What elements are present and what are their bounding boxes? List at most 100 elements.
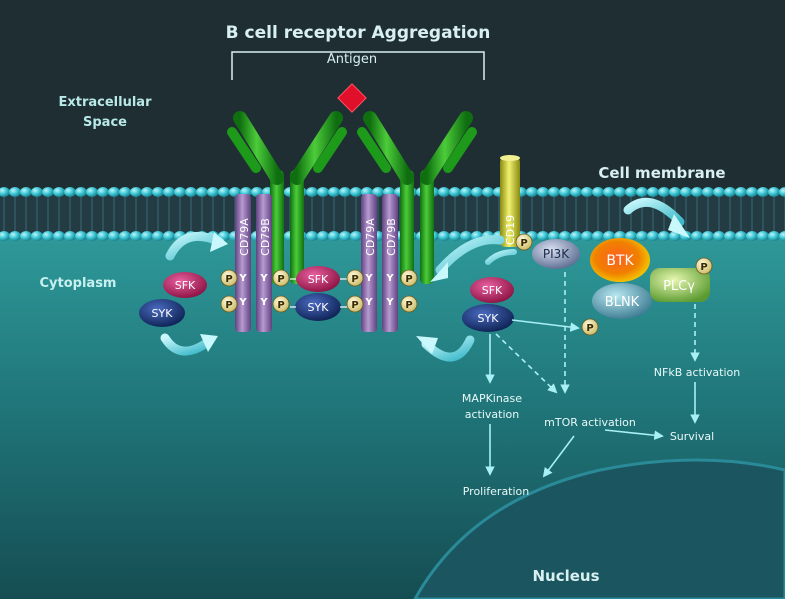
lipid-head [20,187,32,197]
lipid-head [328,187,340,197]
lipid-head [570,187,582,197]
cd79a-left-chain: CD79A [235,194,251,332]
phospho-marker: P [220,269,238,287]
sfk-molecule-right: SFK [470,277,514,303]
tyrosine-label: Y [385,297,394,308]
phospho-label: P [405,300,412,311]
lipid-head [130,187,142,197]
mtor-to-survival-arrow [604,429,664,440]
lipid-head [680,187,692,197]
phospho-marker: P [346,269,364,287]
lipid-head [449,187,461,197]
lipid-head [746,187,758,197]
syk-label: SYK [478,312,500,325]
phospho-marker: P [581,318,599,336]
btk-label: BTK [606,253,634,269]
sfk-molecule-left: SFK [163,272,207,298]
mapk-label-line2: activation [465,408,520,421]
lipid-head [482,187,494,197]
lipid-head [757,231,769,241]
lipid-head [372,187,384,197]
cd19-coreceptor: CD19 [500,155,520,247]
antigen-label: Antigen [327,52,377,67]
lipid-head [691,231,703,241]
lipid-head [130,231,142,241]
lipid-head [691,187,703,197]
bcr-left [227,111,347,284]
swirl-arrow [435,235,505,275]
lipid-head [31,231,43,241]
lipid-head [9,231,21,241]
lipid-head [548,187,560,197]
phospho-marker: P [346,295,364,313]
lipid-head [746,231,758,241]
lipid-head [350,187,362,197]
phospho-label: P [586,323,593,334]
lipid-head [152,187,164,197]
nfkb-label: NFkB activation [654,366,740,379]
lipid-head [317,231,329,241]
lipid-head [592,187,604,197]
lipid-head [438,231,450,241]
lipid-head [537,231,549,241]
cd19-label: CD19 [504,215,517,245]
swirl-arrow [485,249,517,265]
lipid-head [548,231,560,241]
lipid-head [570,231,582,241]
btk-molecule: BTK [590,238,650,282]
mapk-label-line1: MAPKinase [462,392,522,405]
blnk-molecule: BLNK [592,283,652,319]
sfk-molecule-center: SFK [296,266,340,292]
cd79a-right-chain: CD79A [361,194,377,332]
lipid-head [86,231,98,241]
cd79b-right-chain: CD79B [382,194,398,332]
nucleus-label: Nucleus [532,567,599,585]
lipid-head [669,187,681,197]
phospho-marker: P [220,295,238,313]
lipid-head [31,187,43,197]
lipid-head [119,187,131,197]
survival-label: Survival [670,430,714,443]
lipid-head [350,231,362,241]
phospho-label: P [277,274,284,285]
swirl-arrow-head [668,214,690,238]
swirl-arrow-head [210,232,228,252]
lipid-head [108,187,120,197]
lipid-head [152,231,164,241]
proliferation-label: Proliferation [463,485,530,498]
lipid-head [339,187,351,197]
syk-molecule-center: SYK [295,293,341,321]
lipid-head [636,187,648,197]
cd79b-left-label: CD79B [259,218,272,256]
lipid-head [20,231,32,241]
lipid-head [460,187,472,197]
phospho-marker: P [695,257,713,275]
lipid-head [53,231,65,241]
phospho-label: P [225,300,232,311]
lipid-head [559,231,571,241]
phospho-marker: P [272,295,290,313]
bcr-right [357,111,477,284]
plcg-molecule: PLCγ [650,268,710,302]
cytoplasm-label: Cytoplasm [40,276,117,291]
lipid-head [702,187,714,197]
lipid-head [724,187,736,197]
lipid-head [97,187,109,197]
tyrosine-label: Y [364,273,373,284]
extracellular-label-line2: Space [83,115,127,130]
lipid-head [647,187,659,197]
lipid-head [592,231,604,241]
aggregation-bracket [231,51,485,80]
lipid-head [163,187,175,197]
phospho-label: P [700,262,707,273]
lipid-head [97,231,109,241]
syk-molecule-left: SYK [139,299,185,327]
phospho-marker: P [515,233,533,251]
lipid-head [75,231,87,241]
tyrosine-label: Y [238,297,247,308]
lipid-head [757,187,769,197]
mtor-to-proliferation-arrow [542,435,575,478]
lipid-head [581,231,593,241]
syk-to-mtor-arrow [495,333,558,394]
